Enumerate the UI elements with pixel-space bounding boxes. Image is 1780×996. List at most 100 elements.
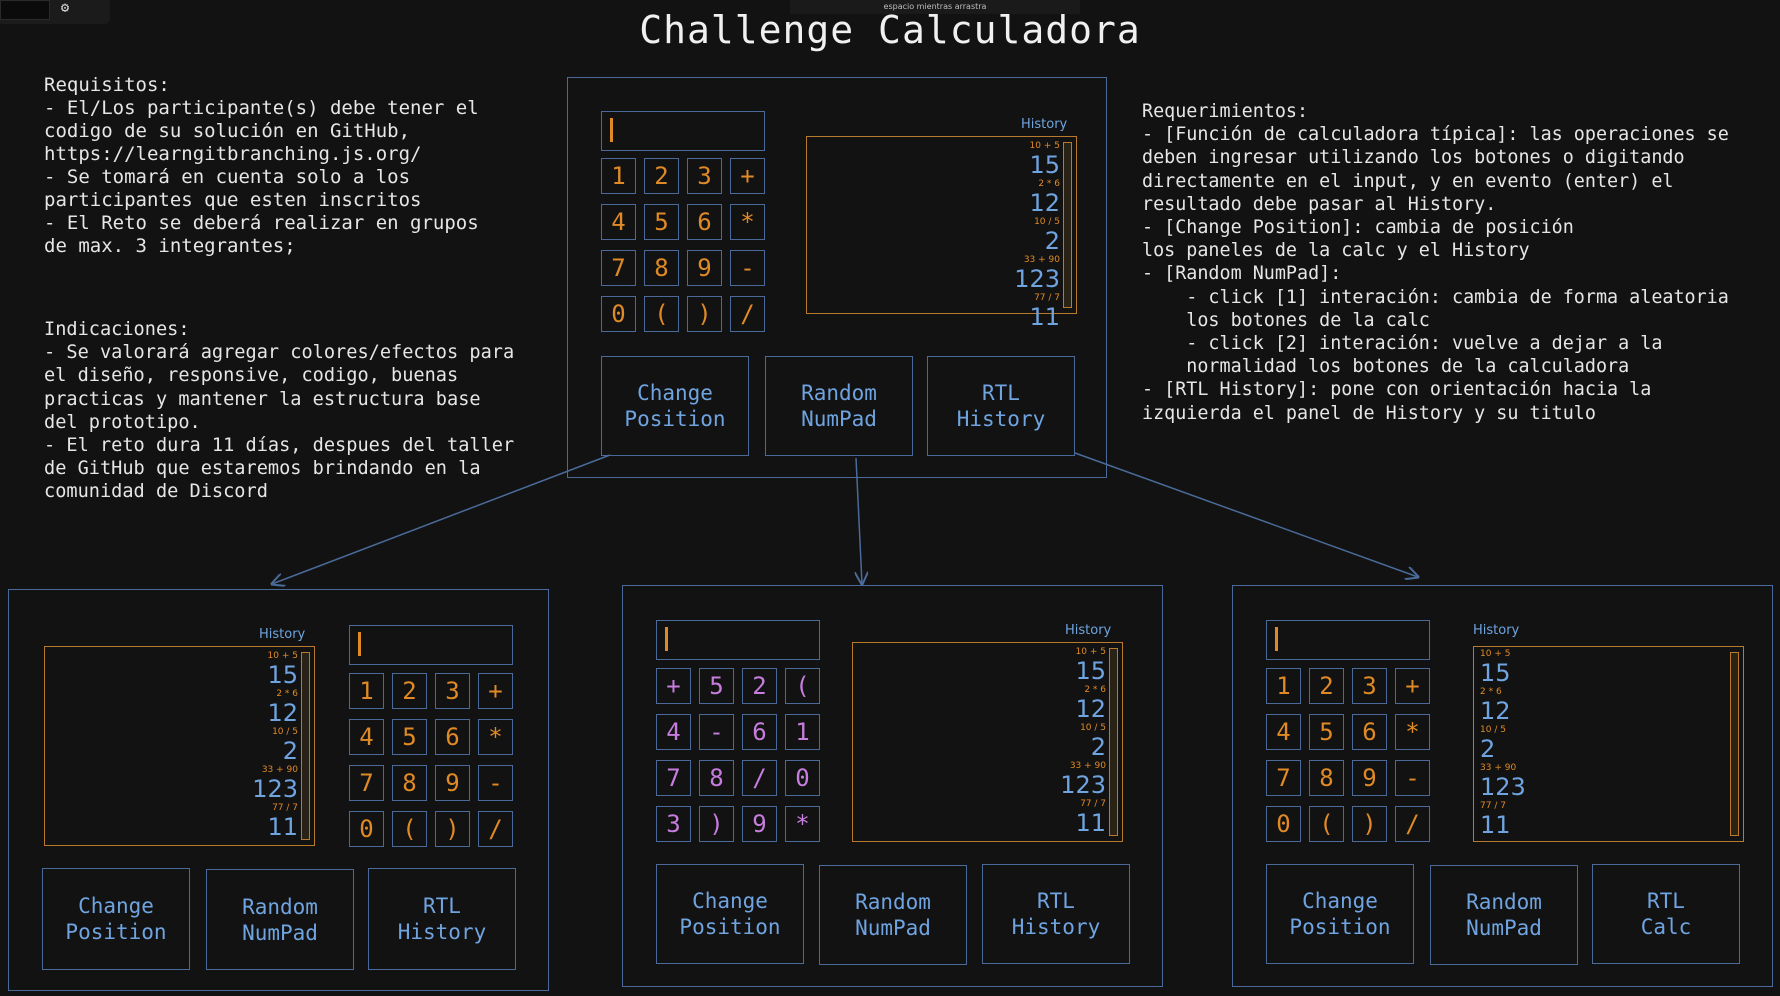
history-title: History [259,627,306,642]
key-button[interactable]: 4 [656,714,691,750]
key-button[interactable]: * [1395,714,1430,750]
key-button[interactable]: 2 [644,158,679,194]
key-button[interactable]: ( [644,296,679,332]
history-expression: 33 + 90 [1480,763,1517,773]
key-button[interactable]: * [730,204,765,240]
history-expression: 2 * 6 [1480,687,1502,697]
rtl-history-button[interactable]: RTL History [368,868,516,970]
key-button[interactable]: 9 [742,806,777,842]
key-button[interactable]: 5 [644,204,679,240]
key-button[interactable]: 1 [349,673,384,709]
key-button[interactable]: 6 [435,719,470,755]
history-scrollbar[interactable] [301,652,310,840]
history-scrollbar[interactable] [1109,648,1118,836]
key-button[interactable]: + [730,158,765,194]
key-button[interactable]: 5 [392,719,427,755]
calc-input[interactable] [1266,620,1430,660]
key-button[interactable]: ) [699,806,734,842]
key-button[interactable]: / [742,760,777,796]
rtl-history-button[interactable]: RTL History [927,356,1075,456]
key-button[interactable]: 0 [1266,806,1301,842]
key-button[interactable]: 6 [742,714,777,750]
key-button[interactable]: 2 [392,673,427,709]
history-scrollbar[interactable] [1063,142,1072,308]
rtl-history-button[interactable]: RTL History [982,864,1130,964]
key-button[interactable]: / [478,811,513,847]
random-numpad-button[interactable]: Random NumPad [819,865,967,965]
key-button[interactable]: 1 [785,714,820,750]
change-position-button[interactable]: Change Position [601,356,749,456]
key-button[interactable]: ( [1309,806,1344,842]
input-caret [610,118,613,142]
calc-input[interactable] [601,111,765,151]
key-button[interactable]: - [730,250,765,286]
change-position-button[interactable]: Change Position [656,864,804,964]
key-button[interactable]: 8 [1309,760,1344,796]
key-button[interactable]: 3 [656,806,691,842]
key-button[interactable]: ) [435,811,470,847]
key-button[interactable]: 5 [699,668,734,704]
key-button[interactable]: 4 [601,204,636,240]
key-button[interactable]: + [478,673,513,709]
key-button[interactable]: ( [392,811,427,847]
key-button[interactable]: 7 [349,765,384,801]
key-button[interactable]: 1 [1266,668,1301,704]
key-button[interactable]: - [1395,760,1430,796]
key-button[interactable]: 0 [601,296,636,332]
key-button[interactable]: ) [687,296,722,332]
random-numpad-button[interactable]: Random NumPad [1430,865,1578,965]
key-button[interactable]: 9 [435,765,470,801]
change-position-button[interactable]: Change Position [1266,864,1414,964]
key-button[interactable]: ) [1352,806,1387,842]
key-button[interactable]: / [730,296,765,332]
key-button[interactable]: * [785,806,820,842]
key-button[interactable]: 2 [742,668,777,704]
key-button[interactable]: 4 [349,719,384,755]
key-button[interactable]: 5 [1309,714,1344,750]
key-button[interactable]: - [699,714,734,750]
key-button[interactable]: ( [785,668,820,704]
key-button[interactable]: * [478,719,513,755]
key-button[interactable]: 7 [601,250,636,286]
key-button[interactable]: - [478,765,513,801]
key-button[interactable]: + [656,668,691,704]
key-button[interactable]: 6 [687,204,722,240]
functional-requirements-notes: Requerimientos: - [Función de calculador… [1142,101,1729,424]
key-button[interactable]: 8 [644,250,679,286]
history-result: 2 [1480,735,1496,763]
key-button[interactable]: 9 [1352,760,1387,796]
key-button[interactable]: 8 [699,760,734,796]
toolbar-input[interactable] [0,0,50,20]
key-button[interactable]: / [1395,806,1430,842]
key-button[interactable]: + [1395,668,1430,704]
random-numpad-button[interactable]: Random NumPad [206,869,354,970]
key-button[interactable]: 9 [687,250,722,286]
key-button[interactable]: 0 [349,811,384,847]
key-button[interactable]: 7 [1266,760,1301,796]
key-button[interactable]: 0 [785,760,820,796]
key-button[interactable]: 6 [1352,714,1387,750]
history-result: 2 [1090,733,1106,761]
key-button[interactable]: 3 [687,158,722,194]
key-button[interactable]: 3 [435,673,470,709]
history-result: 123 [1480,773,1526,801]
arrow-to-rtl-history [1074,452,1418,577]
calc-input[interactable] [349,625,513,665]
key-button[interactable]: 1 [601,158,636,194]
gear-icon[interactable]: ⚙ [60,0,70,16]
key-button[interactable]: 7 [656,760,691,796]
key-button[interactable]: 2 [1309,668,1344,704]
calc-input[interactable] [656,620,820,660]
history-expression: 77 / 7 [1080,799,1106,809]
history-result: 12 [1480,697,1511,725]
key-button[interactable]: 4 [1266,714,1301,750]
random-numpad-button[interactable]: Random NumPad [765,356,913,456]
key-button[interactable]: 3 [1352,668,1387,704]
change-position-button[interactable]: Change Position [42,868,190,970]
key-button[interactable]: 8 [392,765,427,801]
history-scrollbar[interactable] [1730,652,1739,836]
rtl-calc-button[interactable]: RTL Calc [1592,864,1740,964]
